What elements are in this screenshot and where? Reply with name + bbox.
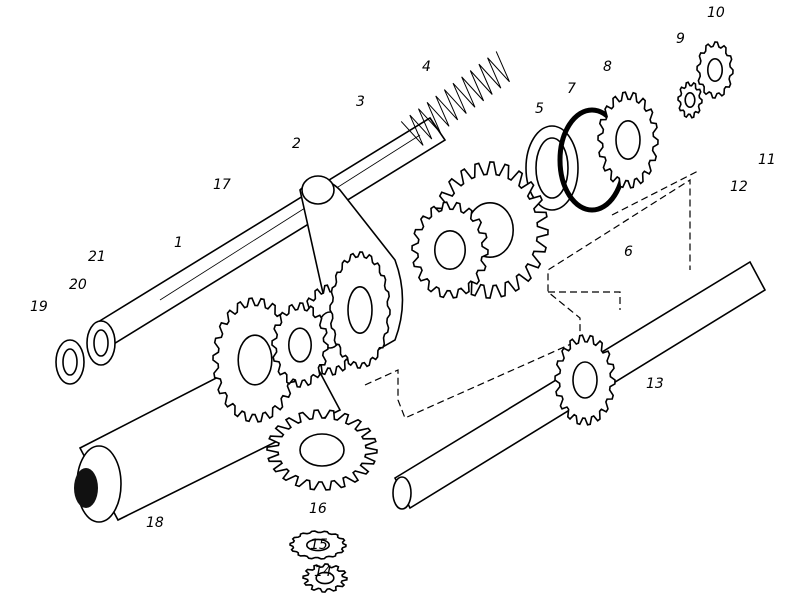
gear-13-hub: [572, 361, 598, 399]
label-16: 16: [309, 501, 327, 517]
gear-12: [677, 81, 703, 119]
rings-5-7: [525, 107, 627, 213]
label-5: 5: [535, 101, 544, 117]
gear-12-hub: [684, 92, 696, 109]
bevel-gear-16-hub: [299, 433, 345, 467]
gear-6-spur: [411, 201, 489, 299]
gear-18-small: [271, 302, 329, 388]
gear-18-small-hub: [287, 327, 312, 363]
label-12: 12: [730, 179, 748, 195]
gear-8-hub: [615, 120, 641, 161]
clutch-ring: [329, 251, 391, 369]
label-17: 17: [213, 177, 231, 193]
label-10: 10: [707, 5, 725, 21]
washers-20-21: [55, 320, 116, 385]
gear-6-spur-hub: [433, 230, 466, 271]
label-21: 21: [88, 249, 106, 265]
gear-13: [554, 334, 616, 426]
label-9: 9: [676, 31, 685, 47]
clutch-ring-hub: [347, 285, 373, 334]
washer-15-hub: [305, 538, 330, 552]
gears: [212, 41, 734, 593]
bevel-gear-16: [266, 409, 378, 491]
gear-14-hub: [315, 571, 335, 585]
label-20: 20: [69, 277, 87, 293]
spring-4: [400, 51, 510, 146]
label-4: 4: [422, 59, 431, 75]
label-15: 15: [310, 537, 328, 553]
label-6: 6: [624, 244, 633, 260]
label-2: 2: [292, 136, 301, 152]
label-13: 13: [646, 376, 664, 392]
label-14: 14: [314, 564, 332, 580]
gear-18-large-hub: [237, 334, 273, 386]
label-19: 19: [30, 299, 48, 315]
gear-14: [302, 563, 348, 593]
nut-10: [696, 41, 734, 99]
label-1: 1: [174, 235, 183, 251]
label-11: 11: [758, 152, 776, 168]
label-8: 8: [603, 59, 612, 75]
label-3: 3: [356, 94, 365, 110]
label-7: 7: [567, 81, 576, 97]
assembly-lines: [364, 169, 701, 419]
nut-10-hub: [706, 57, 723, 82]
label-18: 18: [146, 515, 164, 531]
gear-8: [597, 91, 659, 189]
washer-15: [289, 530, 347, 560]
